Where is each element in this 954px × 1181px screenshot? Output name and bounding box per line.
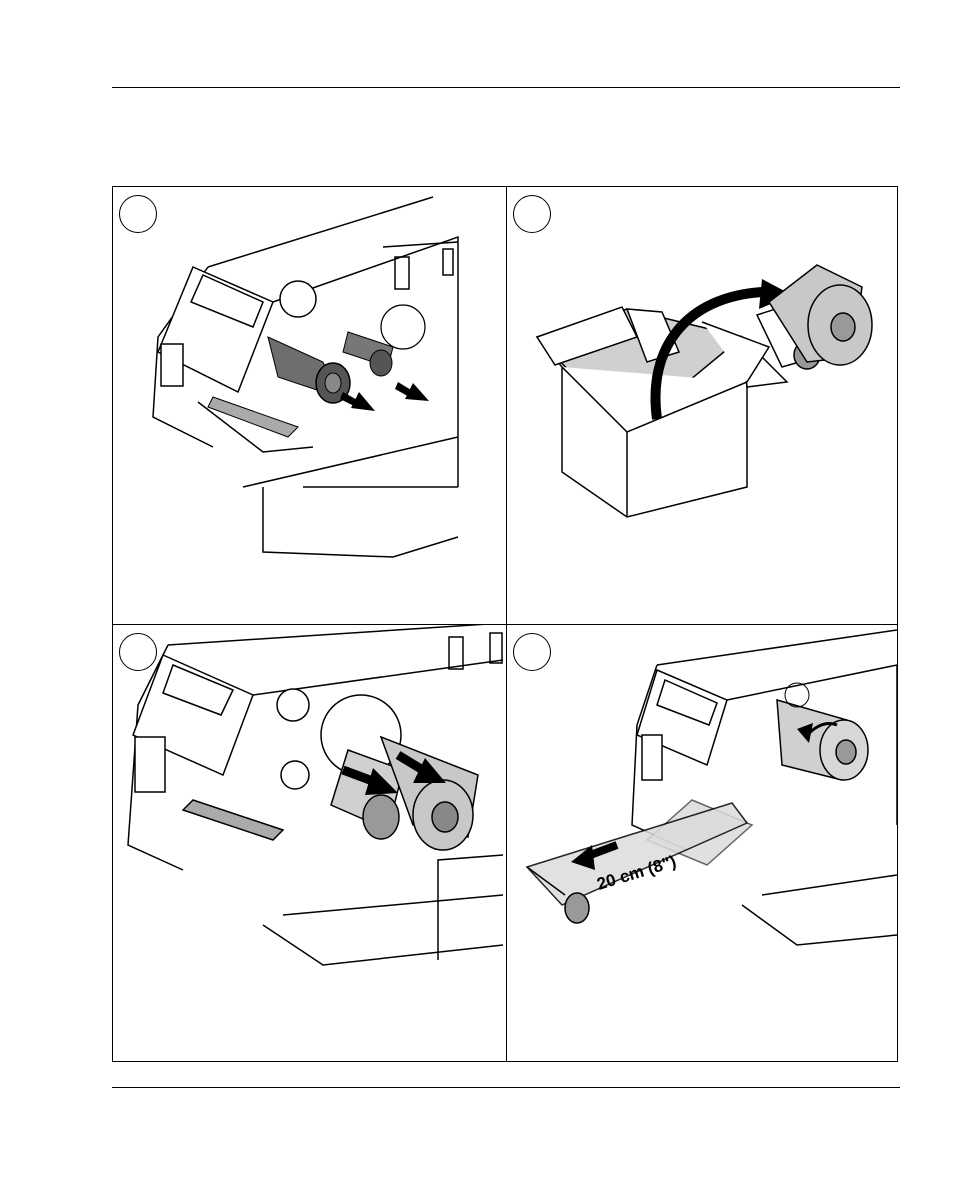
step-1-number <box>119 195 157 233</box>
header-rule <box>112 87 900 88</box>
step-4-panel: 20 cm (8") <box>507 625 900 1062</box>
footer-rule <box>112 1087 900 1088</box>
pull-leader-illustration: 20 cm (8") <box>507 625 900 1062</box>
step-1-panel <box>113 187 506 624</box>
step-3-number <box>119 633 157 671</box>
step-3-panel <box>113 625 506 1062</box>
load-ribbon-illustration <box>113 625 506 1062</box>
unpack-roll-illustration <box>507 187 900 624</box>
remove-rolls-illustration <box>113 187 506 624</box>
step-2-number <box>513 195 551 233</box>
instruction-grid: 20 cm (8") <box>112 186 898 1062</box>
step-4-number <box>513 633 551 671</box>
step-2-panel <box>507 187 900 624</box>
